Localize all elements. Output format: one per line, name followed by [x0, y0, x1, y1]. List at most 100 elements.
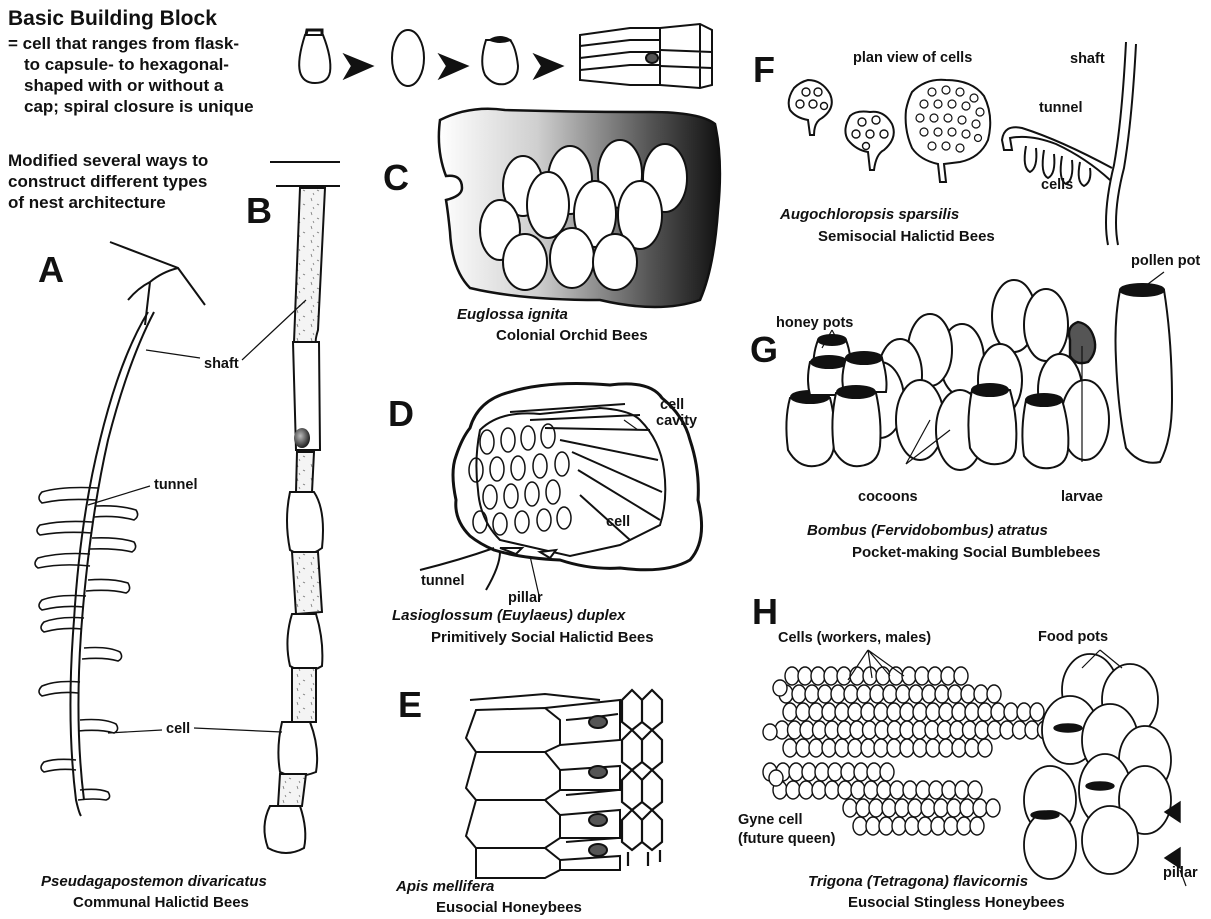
comb-cell	[796, 739, 810, 757]
panel-g-label-pollen-pot: pollen pot	[1131, 254, 1200, 269]
comb-cell	[896, 685, 910, 703]
panel-d-label-cavity: cavity	[656, 414, 697, 429]
comb-cell	[913, 739, 927, 757]
comb-cell	[968, 781, 982, 799]
comb-cell	[854, 763, 868, 781]
panel-b-drawing	[194, 162, 340, 853]
comb-cell	[944, 817, 958, 835]
comb-cell	[1030, 703, 1044, 721]
comb-cell	[853, 817, 867, 835]
comb-cell	[935, 685, 949, 703]
comb-cell	[822, 739, 836, 757]
comb-cell	[960, 799, 974, 817]
comb-cell	[843, 799, 857, 817]
panel-f-letter: F	[753, 52, 775, 88]
panel-g-label-larvae: larvae	[1061, 490, 1103, 505]
comb-cell	[902, 667, 916, 685]
intro-line-1: = cell that ranges from flask-	[8, 34, 239, 55]
comb-cell	[922, 685, 936, 703]
panel-g-label-honey-pots: honey pots	[776, 316, 853, 331]
panel-h-label-gyne-cell: Gyne cell	[738, 813, 802, 828]
comb-cell	[786, 781, 800, 799]
comb-cell	[890, 781, 904, 799]
comb-cell	[900, 739, 914, 757]
intro-title: Basic Building Block	[8, 8, 217, 29]
comb-cell	[974, 685, 988, 703]
comb-cell	[987, 685, 1001, 703]
comb-cell	[973, 799, 987, 817]
comb-cell	[909, 685, 923, 703]
comb-cell	[831, 685, 845, 703]
panel-h-letter: H	[752, 594, 778, 630]
comb-cell	[939, 739, 953, 757]
comb-cell	[837, 667, 851, 685]
comb-cell	[978, 703, 992, 721]
comb-cell	[934, 799, 948, 817]
panel-d-letter: D	[388, 396, 414, 432]
comb-cell	[848, 739, 862, 757]
comb-cell	[783, 703, 797, 721]
gyne-cell-shape	[763, 724, 777, 740]
panel-h-species: Trigona (Tetragona) flavicornis	[808, 874, 1028, 889]
comb-cell	[900, 703, 914, 721]
comb-cell	[864, 781, 878, 799]
comb-cell	[785, 667, 799, 685]
panel-h-drawing	[763, 650, 1186, 886]
panel-c-letter: C	[383, 160, 409, 196]
panel-f-group: Semisocial Halictid Bees	[818, 229, 995, 244]
comb-cell	[799, 781, 813, 799]
comb-cell	[870, 685, 884, 703]
comb-cell	[879, 817, 893, 835]
comb-cell	[812, 781, 826, 799]
comb-cell	[915, 667, 929, 685]
comb-cell	[948, 685, 962, 703]
comb-cell	[805, 685, 819, 703]
building-block-sequence	[299, 24, 712, 88]
comb-cell	[965, 703, 979, 721]
comb-cell	[798, 667, 812, 685]
panel-d-label-cell: cell	[660, 398, 684, 413]
modified-line-1: Modified several ways to	[8, 151, 208, 172]
panel-h-label-food-pots: Food pots	[1038, 630, 1108, 645]
brood-comb-cells	[763, 667, 1052, 835]
comb-cell	[874, 739, 888, 757]
comb-cell	[928, 667, 942, 685]
comb-cell	[929, 781, 943, 799]
comb-cell	[965, 739, 979, 757]
panel-d-label-inner-cell: cell	[606, 515, 630, 530]
comb-cell	[841, 763, 855, 781]
panel-g-letter: G	[750, 332, 778, 368]
panel-g-group: Pocket-making Social Bumblebees	[852, 545, 1100, 560]
comb-cell	[954, 667, 968, 685]
comb-cell	[978, 739, 992, 757]
panel-e-letter: E	[398, 687, 422, 723]
comb-cell	[835, 739, 849, 757]
comb-cell	[811, 667, 825, 685]
comb-cell	[867, 763, 881, 781]
panel-f-species: Augochloropsis sparsilis	[780, 207, 959, 222]
hexagonal-cell-block	[580, 24, 712, 88]
comb-cell	[887, 739, 901, 757]
panel-c-species: Euglossa ignita	[457, 307, 568, 322]
comb-cell	[851, 781, 865, 799]
comb-cell	[1004, 703, 1018, 721]
panel-a-group: Communal Halictid Bees	[73, 895, 249, 910]
comb-cell	[952, 739, 966, 757]
panel-f-label-plan-view: plan view of cells	[853, 51, 972, 66]
panel-a-letter: A	[38, 252, 64, 288]
panel-c-drawing	[439, 109, 720, 307]
comb-cell	[835, 703, 849, 721]
intro-line-2: to capsule- to hexagonal-	[24, 55, 229, 76]
comb-cell	[869, 799, 883, 817]
modified-line-3: of nest architecture	[8, 193, 166, 214]
comb-cell	[828, 763, 842, 781]
comb-cell	[789, 763, 803, 781]
comb-cell	[903, 781, 917, 799]
comb-cell	[939, 703, 953, 721]
panel-h-label-cells: Cells (workers, males)	[778, 631, 931, 646]
comb-cell	[866, 817, 880, 835]
comb-cell	[887, 703, 901, 721]
comb-cell	[955, 781, 969, 799]
comb-cell	[908, 799, 922, 817]
